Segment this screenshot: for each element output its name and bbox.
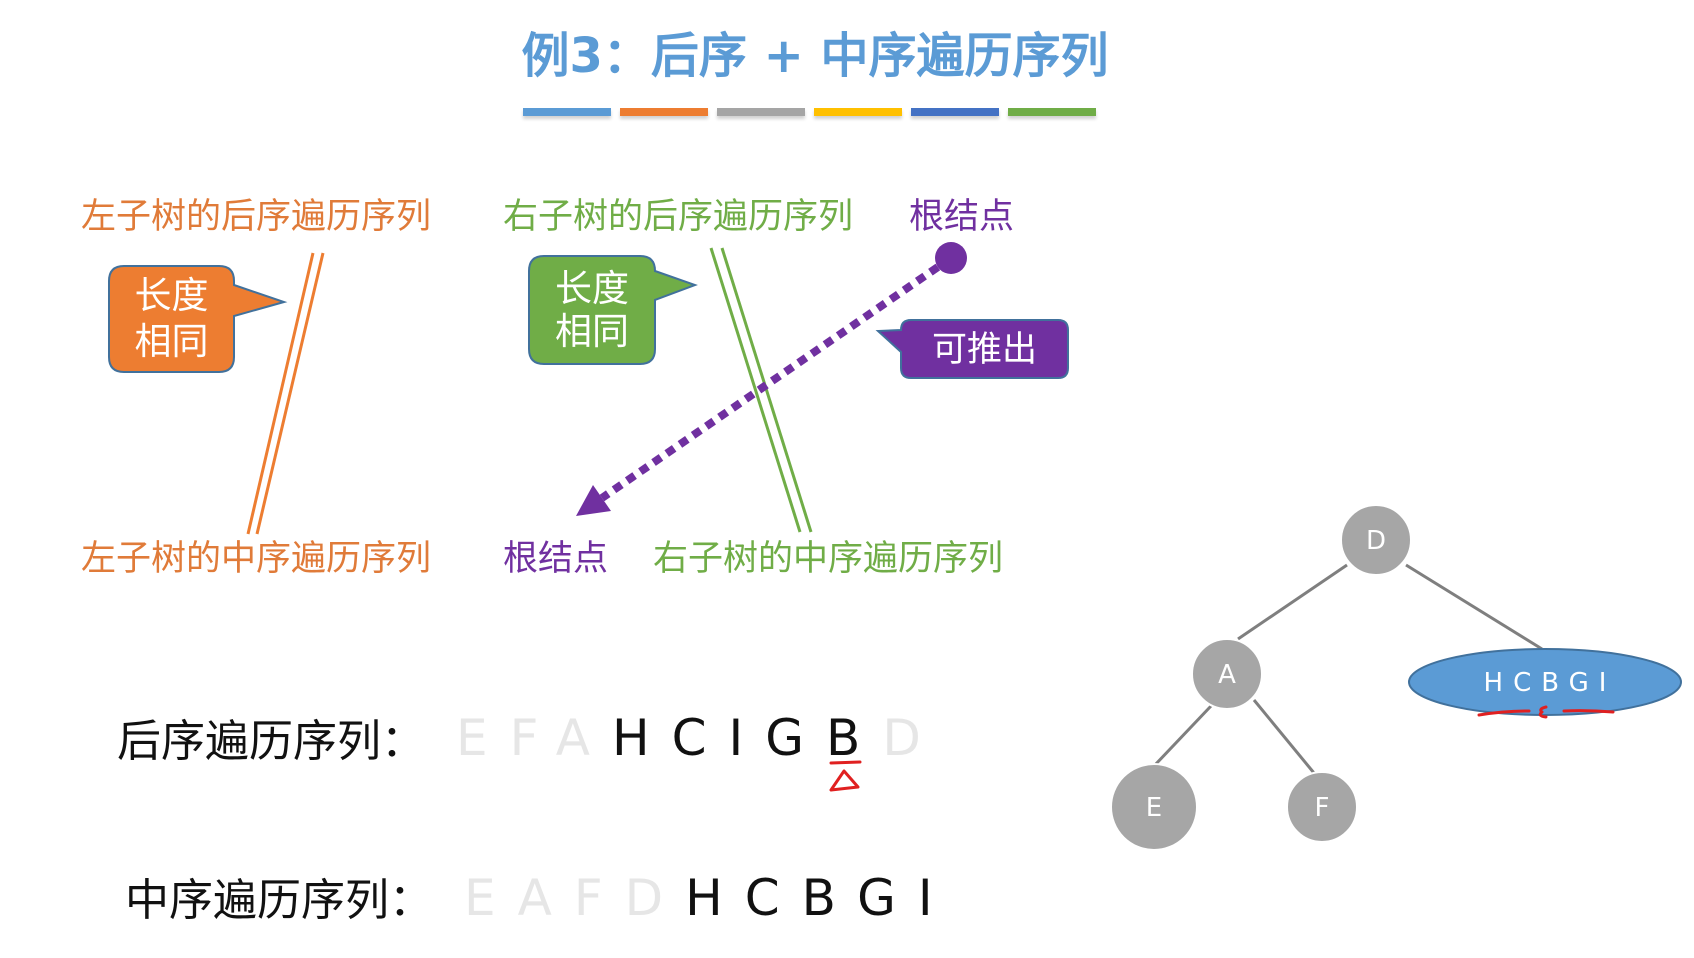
sequence-letter: G: [765, 709, 827, 767]
sequence-letter: A: [517, 869, 574, 927]
label-left-inorder: 左子树的中序遍历序列: [81, 539, 432, 579]
tree-node-e: E: [1110, 763, 1198, 851]
color-bar-segment: [523, 108, 611, 116]
color-bar-segment: [1008, 108, 1096, 116]
sequence-letter: E: [464, 869, 518, 927]
slide-title: 例3：后序 + 中序遍历序列: [521, 28, 1109, 84]
tree-right-subtree: HCBGI: [1408, 648, 1682, 716]
derivable-callout: 可推出: [931, 330, 1037, 370]
tree-node-circle: [1191, 638, 1263, 710]
sequence-letter: G: [857, 869, 918, 927]
label-root-bottom: 根结点: [503, 539, 609, 579]
handwritten-triangle: [829, 769, 860, 792]
handwritten-mark-under-b: [829, 760, 862, 792]
label-root-top: 根结点: [909, 197, 1015, 237]
right-divider-line-2: [720, 247, 813, 533]
root-arrow-start-dot: [935, 242, 967, 274]
left-callout-shape: [108, 265, 288, 373]
sequence-letter: H: [611, 709, 672, 767]
color-bar-segment: [814, 108, 902, 116]
sequence-letter: B: [826, 709, 883, 767]
tree-node-label: F: [1315, 793, 1330, 823]
root-arrow-head: [576, 485, 611, 516]
tree-node-d: D: [1340, 504, 1412, 576]
title-color-bar: [523, 108, 1096, 116]
sequence-letter: C: [744, 869, 802, 927]
sequence-letter: I: [728, 709, 766, 767]
left-divider-line-1: [246, 252, 315, 535]
tree-edges: [1152, 563, 1543, 774]
handwritten-dash-left: [1477, 709, 1531, 717]
right-subtree-label: HCBGI: [1484, 668, 1617, 698]
postorder-label: 后序遍历序列：: [117, 716, 425, 767]
left-callout: 长度 相同: [109, 273, 234, 365]
sequence-letter: F: [509, 709, 556, 767]
label-right-inorder: 右子树的中序遍历序列: [653, 539, 1004, 579]
sequence-letter: A: [555, 709, 612, 767]
right-subtree-divider: [709, 247, 813, 533]
tree-node-label: E: [1146, 793, 1162, 823]
right-callout-line-1: 长度: [555, 267, 629, 310]
left-subtree-divider: [246, 252, 325, 535]
color-bar-segment: [620, 108, 708, 116]
edge-d-right-subtree: [1405, 563, 1543, 651]
color-bar-segment: [717, 108, 805, 116]
handwritten-squiggle: [1538, 705, 1548, 719]
left-callout-line-1: 长度: [134, 274, 209, 317]
right-callout-line-2: 相同: [555, 310, 629, 353]
sequence-letter: C: [671, 709, 729, 767]
sequence-letter: E: [456, 709, 510, 767]
right-divider-line-1: [709, 247, 802, 533]
inorder-sequence: EAFDHCBGI: [464, 870, 955, 926]
edge-d-a: [1237, 563, 1348, 641]
sequence-letter: B: [801, 869, 858, 927]
right-callout: 长度 相同: [529, 267, 655, 353]
edge-a-f: [1252, 699, 1316, 774]
tree-node-circle: [1110, 763, 1198, 851]
postorder-sequence: EFAHCIGBD: [456, 710, 943, 766]
edge-a-e: [1152, 704, 1213, 768]
label-left-postorder: 左子树的后序遍历序列: [81, 197, 432, 237]
root-arrow-dotted-line: [599, 254, 954, 502]
tree-node-f: F: [1286, 771, 1358, 843]
handwritten-underline: [829, 760, 862, 765]
sequence-letter: D: [624, 869, 686, 927]
sequence-letter: F: [573, 869, 625, 927]
tree-node-a: A: [1191, 638, 1263, 710]
right-subtree-ellipse: [1408, 648, 1682, 716]
root-arrow: [576, 242, 967, 516]
inorder-label: 中序遍历序列：: [125, 875, 433, 926]
handwritten-dash-right: [1562, 709, 1615, 714]
handwritten-mark-under-subtree: [1477, 705, 1615, 719]
left-divider-line-2: [255, 252, 325, 535]
tree-node-label: A: [1218, 660, 1236, 690]
tree-node-circle: [1286, 771, 1358, 843]
right-callout-shape: [528, 255, 698, 365]
tree-node-circle: [1340, 504, 1412, 576]
color-bar-segment: [911, 108, 999, 116]
label-right-postorder: 右子树的后序遍历序列: [503, 197, 854, 237]
sequence-letter: I: [917, 869, 955, 927]
sequence-letter: H: [685, 869, 745, 927]
derivable-callout-shape: [875, 319, 1069, 379]
sequence-letter: D: [882, 709, 943, 767]
tree-node-label: D: [1366, 526, 1386, 556]
left-callout-line-2: 相同: [134, 320, 209, 363]
